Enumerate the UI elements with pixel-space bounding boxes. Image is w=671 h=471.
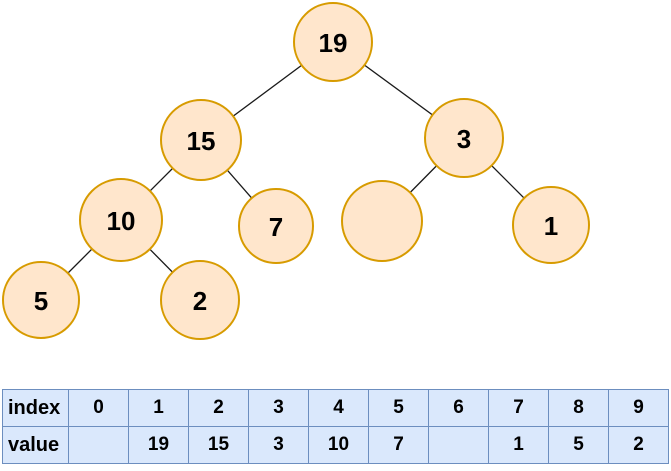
row-label-index: index — [2, 389, 69, 427]
value-cell-9: 2 — [608, 426, 669, 464]
index-cell-0: 0 — [68, 389, 129, 427]
tree-node-3 — [424, 98, 504, 178]
tree-node-label: 2 — [193, 286, 207, 316]
tree-node-1 — [512, 186, 590, 264]
tree-node-10 — [79, 178, 163, 262]
value-cell-2: 15 — [188, 426, 249, 464]
row-label-value: value — [2, 426, 69, 464]
tree-node-label: 10 — [107, 206, 136, 236]
tree-node-label: 3 — [457, 124, 471, 154]
value-cell-7: 1 — [488, 426, 549, 464]
tree-node-2 — [160, 260, 240, 340]
tree-node-19 — [293, 2, 373, 82]
value-cell-5: 7 — [368, 426, 429, 464]
tree-node-7 — [238, 188, 314, 264]
value-cell-4: 10 — [308, 426, 369, 464]
tree-node-label: 7 — [269, 212, 283, 242]
index-cell-3: 3 — [248, 389, 309, 427]
index-cell-2: 2 — [188, 389, 249, 427]
tree-node-empty — [341, 180, 423, 262]
value-cell-1: 19 — [128, 426, 189, 464]
tree-node-label: 19 — [319, 28, 348, 58]
tree-node-label: 15 — [187, 126, 216, 156]
value-cell-3: 3 — [248, 426, 309, 464]
tree-node-label: 1 — [544, 211, 558, 241]
tree-node-15 — [160, 99, 242, 181]
index-cell-1: 1 — [128, 389, 189, 427]
index-cell-6: 6 — [428, 389, 489, 427]
value-cell-6 — [428, 426, 489, 464]
tree-node-label: 5 — [34, 286, 48, 316]
index-cell-5: 5 — [368, 389, 429, 427]
value-cell-8: 5 — [548, 426, 609, 464]
index-cell-9: 9 — [608, 389, 669, 427]
index-cell-4: 4 — [308, 389, 369, 427]
index-cell-8: 8 — [548, 389, 609, 427]
tree-node-5 — [2, 261, 80, 339]
value-cell-0 — [68, 426, 129, 464]
index-cell-7: 7 — [488, 389, 549, 427]
